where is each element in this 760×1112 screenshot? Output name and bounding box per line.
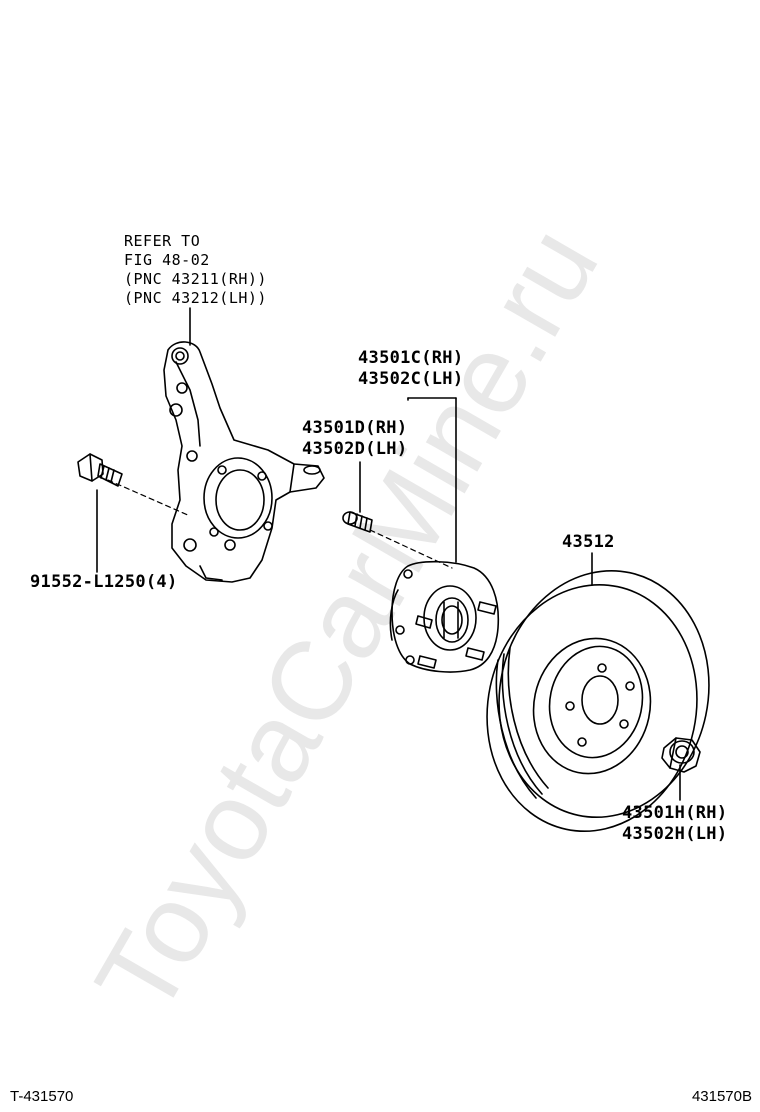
callout-knuckle-bolt: 91552-L1250(4) xyxy=(30,572,178,592)
footer-right-id: 431570B xyxy=(691,1088,752,1105)
callout-hub-assembly-lh: 43502C(LH) xyxy=(358,369,464,389)
callout-hub-bolt-lh: 43502D(LH) xyxy=(302,439,408,459)
callout-knuckle-ref-line-3: (PNC 43211(RH)) xyxy=(124,270,267,288)
callout-disc: 43512 xyxy=(562,532,615,552)
bolt-icon xyxy=(342,511,373,533)
callout-knuckle-ref-line-4: (PNC 43212(LH)) xyxy=(124,289,267,307)
callout-hub-assembly-rh: 43501C(RH) xyxy=(358,348,464,368)
callout-hub-nut-lh: 43502H(LH) xyxy=(622,824,728,844)
callout-knuckle-ref-line-1: REFER TO xyxy=(124,232,201,250)
hub-nut-icon xyxy=(661,737,701,773)
callout-knuckle-ref-line-2: FIG 48-02 xyxy=(124,251,210,269)
brake-disc-icon xyxy=(486,569,710,833)
steering-knuckle-icon xyxy=(163,341,325,583)
callout-hub-bolt-rh: 43501D(RH) xyxy=(302,418,408,438)
callout-hub-nut-rh: 43501H(RH) xyxy=(622,803,728,823)
footer-left-id: T-431570 xyxy=(10,1088,74,1105)
bolt-icon xyxy=(77,453,123,487)
axle-hub-icon xyxy=(389,560,500,673)
